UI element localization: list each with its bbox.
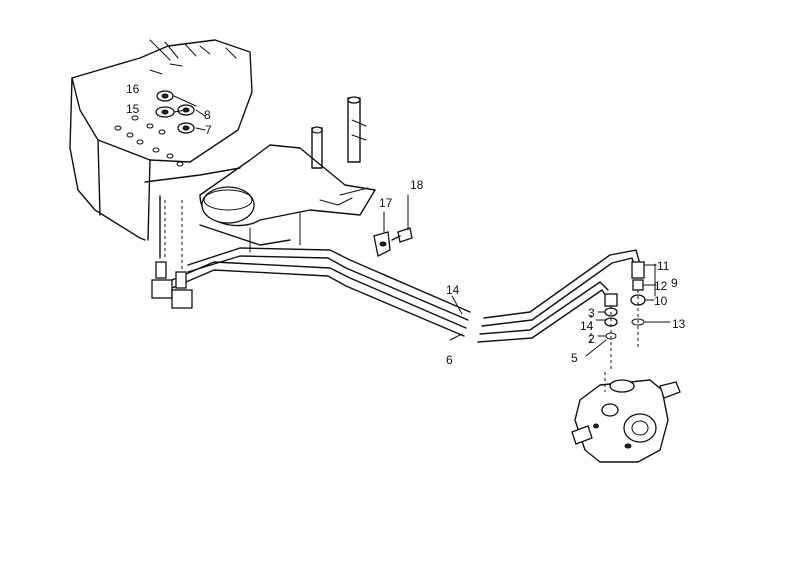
- callout-5: 5: [571, 351, 578, 365]
- callout-17: 17: [379, 196, 393, 210]
- callout-15: 15: [126, 102, 140, 116]
- control-levers: [311, 96, 367, 169]
- hydraulic-tube-upper: [187, 247, 641, 327]
- fitting-stack-right: [630, 261, 646, 350]
- frame-holes: [114, 115, 184, 167]
- callout-11: 11: [657, 259, 670, 273]
- nut-washer-set: [155, 90, 206, 134]
- control-valve-body: [571, 372, 681, 463]
- frame-assembly: [69, 39, 291, 275]
- callout-6: 6: [446, 353, 453, 367]
- callout-14-lower: 14: [580, 319, 594, 333]
- callout-labels: 16 15 8 7 18 17 11 9 12 10 13 14 3 14 2 …: [126, 82, 686, 367]
- callout-13: 13: [672, 317, 686, 331]
- fitting-stack-left: [604, 293, 618, 372]
- callout-12: 12: [654, 279, 668, 293]
- callout-2: 2: [588, 332, 595, 346]
- clamp-bracket: [373, 231, 391, 257]
- callout-18: 18: [410, 178, 424, 192]
- callout-14-upper: 14: [446, 283, 460, 297]
- bolt-18: [391, 227, 413, 243]
- leader-lines: [383, 194, 671, 357]
- tube-end-fittings: [151, 261, 193, 309]
- callout-9: 9: [671, 276, 678, 290]
- callout-16: 16: [126, 82, 140, 96]
- hydraulic-tube-lower: [171, 261, 609, 343]
- callout-8: 8: [204, 108, 211, 122]
- valve-cover: [199, 144, 376, 253]
- callout-10: 10: [654, 294, 668, 308]
- callout-3: 3: [588, 306, 595, 320]
- callout-7: 7: [205, 123, 212, 137]
